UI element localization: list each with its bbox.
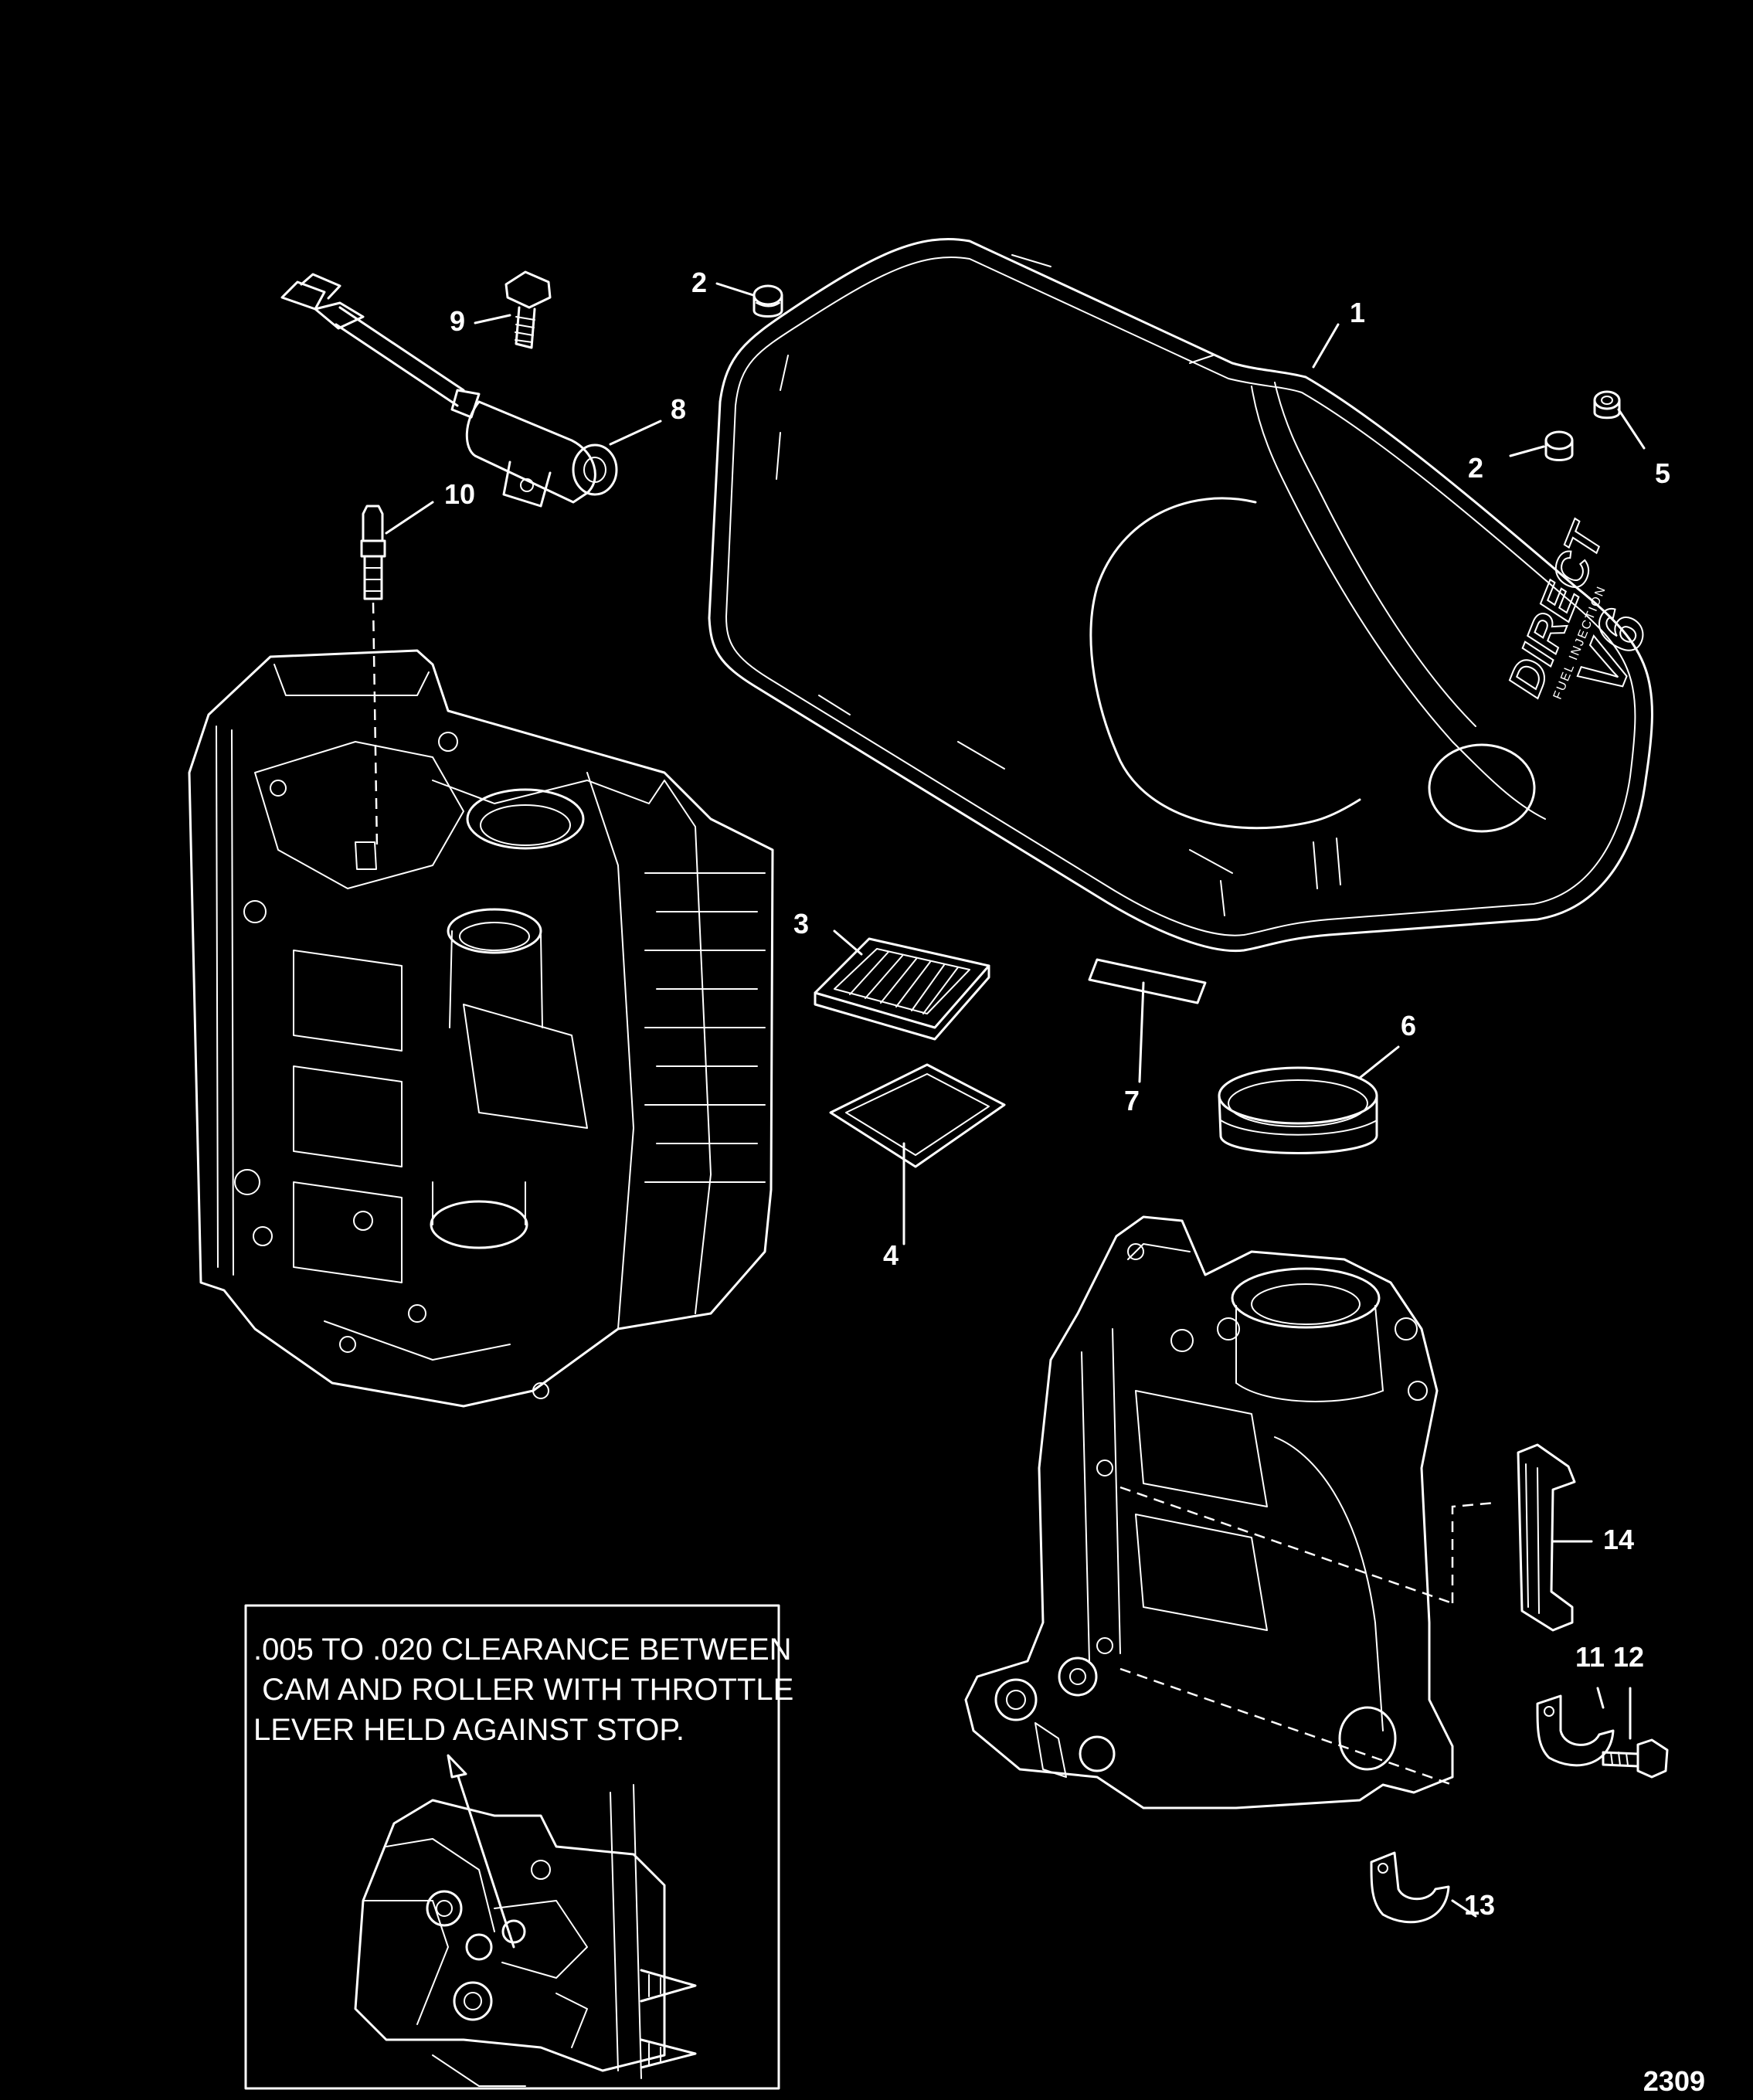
callout-5: 5 [1655, 457, 1670, 489]
note-line-1: .005 TO .020 CLEARANCE BETWEEN [253, 1633, 792, 1667]
callout-7: 7 [1124, 1085, 1140, 1116]
inset-frame [246, 1606, 779, 2088]
clearance-detail-inset: .005 TO .020 CLEARANCE BETWEEN CAM AND R… [246, 1606, 793, 2088]
gasket-part-4 [831, 1065, 1004, 1167]
callout-2-right: 2 [1468, 452, 1483, 484]
callout-numbers: 1 2 2 3 4 5 6 7 8 9 10 11 12 13 14 [444, 267, 1670, 1921]
callout-3: 3 [793, 908, 809, 940]
leader-lines [386, 284, 1644, 1916]
intake-manifold-illustration [966, 1217, 1452, 1808]
callout-1: 1 [1350, 297, 1365, 328]
note-line-3: LEVER HELD AGAINST STOP. [253, 1713, 685, 1747]
bracket-part-14 [1518, 1445, 1575, 1630]
callout-14: 14 [1603, 1524, 1634, 1555]
assembly-dashed-lines [373, 603, 1495, 1785]
fitting-part-10 [362, 506, 385, 599]
air-filter-part-3 [815, 939, 989, 1039]
grommet-part-5 [1595, 392, 1619, 418]
grommet-part-2-right [1546, 432, 1572, 460]
callout-13: 13 [1464, 1889, 1495, 1921]
seal-ring-part-6 [1219, 1068, 1377, 1154]
callout-10: 10 [444, 478, 475, 510]
crankcase-block-illustration [189, 651, 773, 1406]
callout-6: 6 [1401, 1010, 1416, 1042]
note-line-2: CAM AND ROLLER WITH THROTTLE [253, 1673, 793, 1707]
screw-part-9 [506, 272, 550, 348]
callout-12: 12 [1613, 1641, 1644, 1673]
sensor-harness-part-8 [282, 274, 617, 506]
decal-part-7 [1089, 960, 1205, 1003]
figure-number: 2309 [1643, 2065, 1705, 2097]
callout-2-top: 2 [691, 267, 707, 298]
grommet-part-2-top [754, 286, 782, 317]
callout-8: 8 [671, 393, 686, 425]
clamp-part-13 [1371, 1853, 1449, 1922]
clamp-part-11 [1537, 1696, 1613, 1765]
callout-4: 4 [883, 1239, 899, 1271]
callout-11: 11 [1575, 1641, 1605, 1673]
screw-part-12 [1603, 1740, 1667, 1777]
engine-cover-part-1: DIRECT FUEL INJECTION V6 [709, 239, 1663, 950]
callout-9: 9 [450, 305, 465, 337]
